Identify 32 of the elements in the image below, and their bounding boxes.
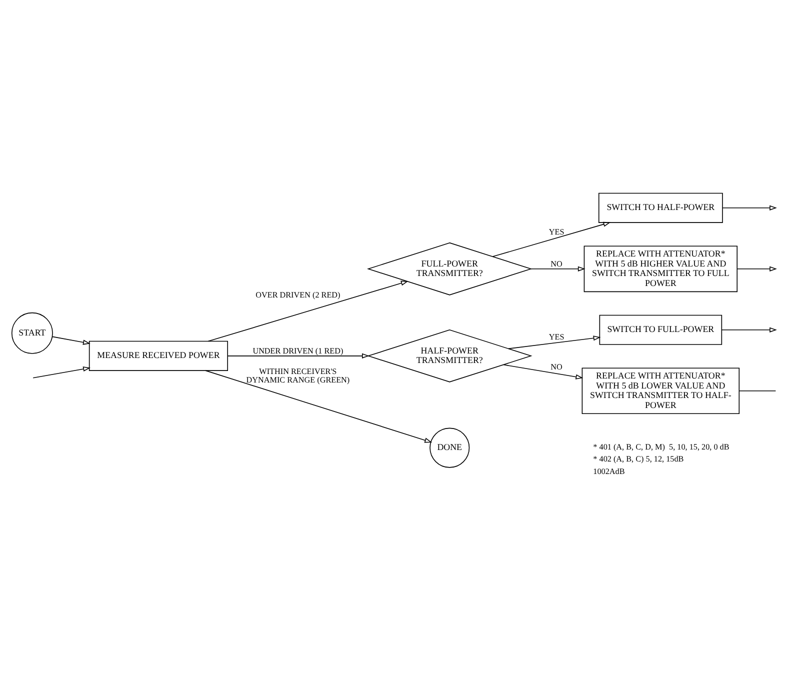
- edge-label: NO: [550, 258, 562, 268]
- arrow: [52, 336, 90, 344]
- label: 1002AdB: [593, 466, 625, 476]
- node-box: MEASURE RECEIVED POWER: [88, 340, 228, 370]
- node-circle: START: [11, 312, 53, 354]
- arrow: [722, 204, 777, 210]
- arrow: [736, 266, 777, 271]
- edge-label: UNDER DRIVEN (1 RED): [252, 346, 344, 355]
- node-diamond: HALF-POWER TRANSMITTER?: [366, 328, 532, 382]
- edge-label: WITHIN RECEIVER'S DYNAMIC RANGE (GREEN): [246, 366, 350, 384]
- node-circle: DONE: [430, 427, 470, 468]
- edge-label: YES: [548, 227, 564, 236]
- arrow: [508, 335, 601, 349]
- node-box: REPLACE WITH ATTENUATOR* WITH 5 dB HIGHER VALUE AND SWITCH TRANSMITTER TO FULL POWER: [584, 245, 738, 292]
- node-diamond: FULL-POWER TRANSMITTER?: [366, 242, 532, 295]
- edge-label: NO: [550, 362, 562, 372]
- arrow: [503, 364, 584, 379]
- connector: [738, 390, 776, 391]
- arrow: [492, 221, 611, 256]
- arrow: [228, 352, 370, 358]
- node-box: REPLACE WITH ATTENUATOR* WITH 5 dB LOWER VALUE AND SWITCH TRANSMITTER TO HALF-POWER: [582, 367, 740, 414]
- arrow: [530, 266, 586, 271]
- edge-label: OVER DRIVEN (2 RED): [256, 290, 340, 299]
- arrow: [205, 370, 432, 442]
- label: * 402 (A, B, C) 5, 12, 15dB: [593, 454, 684, 464]
- arrow: [32, 366, 90, 378]
- edge-label: YES: [548, 332, 564, 342]
- label: * 401 (A, B, C, D, M) 5, 10, 15, 20, 0 dB: [593, 442, 730, 451]
- arrow: [208, 280, 408, 342]
- arrow: [722, 326, 777, 332]
- node-box: SWITCH TO HALF-POWER: [598, 192, 723, 222]
- node-box: SWITCH TO FULL-POWER: [599, 314, 722, 344]
